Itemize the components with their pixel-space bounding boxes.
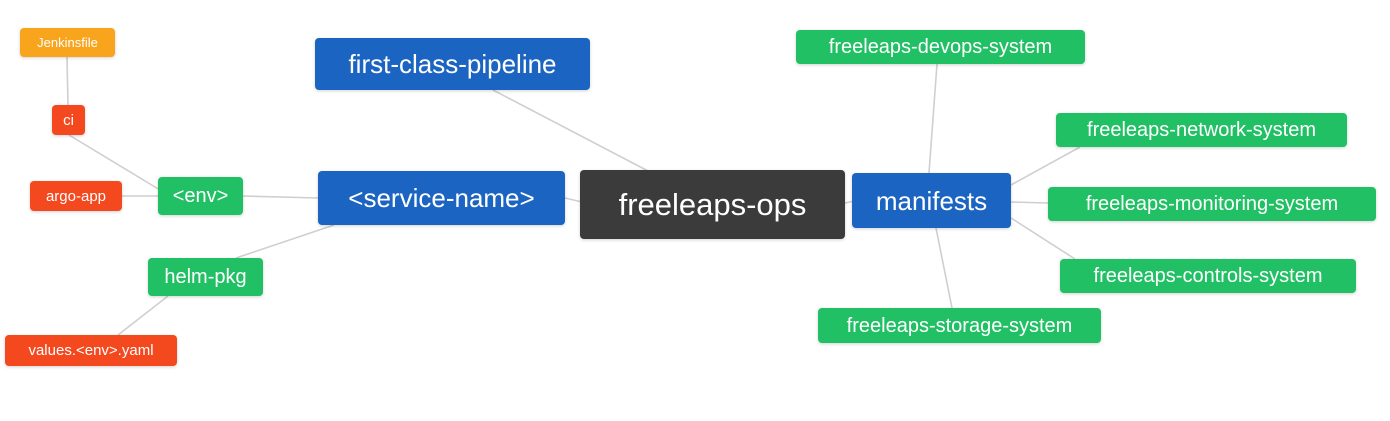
edge-manifests-storage bbox=[935, 227, 953, 309]
node-manifests[interactable]: manifests bbox=[852, 173, 1011, 228]
node-ci[interactable]: ci bbox=[52, 105, 85, 135]
node-freeleaps-network-system[interactable]: freeleaps-network-system bbox=[1056, 113, 1347, 147]
node-first-class-pipeline[interactable]: first-class-pipeline bbox=[315, 38, 590, 90]
node-values-env-yaml[interactable]: values.<env>.yaml bbox=[5, 335, 177, 366]
node-argo-app[interactable]: argo-app bbox=[30, 181, 122, 211]
edge-jenkinsfile-ci bbox=[66, 56, 69, 106]
node-freeleaps-storage-system[interactable]: freeleaps-storage-system bbox=[818, 308, 1101, 343]
edge-manifests-monitoring bbox=[1010, 201, 1049, 204]
edge-manifests-controls bbox=[1010, 217, 1076, 260]
node-freeleaps-monitoring-system[interactable]: freeleaps-monitoring-system bbox=[1048, 187, 1376, 221]
node-freeleaps-ops-root[interactable]: freeleaps-ops bbox=[580, 170, 845, 239]
edge-service-name-helm-pkg bbox=[235, 224, 335, 259]
node-helm-pkg[interactable]: helm-pkg bbox=[148, 258, 263, 296]
edge-manifests-devops bbox=[928, 63, 938, 174]
edge-env-service-name bbox=[242, 195, 319, 199]
edge-manifests-network bbox=[1010, 146, 1081, 186]
edge-helm-pkg-values bbox=[117, 295, 169, 336]
node-freeleaps-controls-system[interactable]: freeleaps-controls-system bbox=[1060, 259, 1356, 293]
node-service-name[interactable]: <service-name> bbox=[318, 171, 565, 225]
node-freeleaps-devops-system[interactable]: freeleaps-devops-system bbox=[796, 30, 1085, 64]
node-jenkinsfile[interactable]: Jenkinsfile bbox=[20, 28, 115, 57]
node-env[interactable]: <env> bbox=[158, 177, 243, 215]
edge-first-class-pipeline-root bbox=[492, 89, 651, 173]
